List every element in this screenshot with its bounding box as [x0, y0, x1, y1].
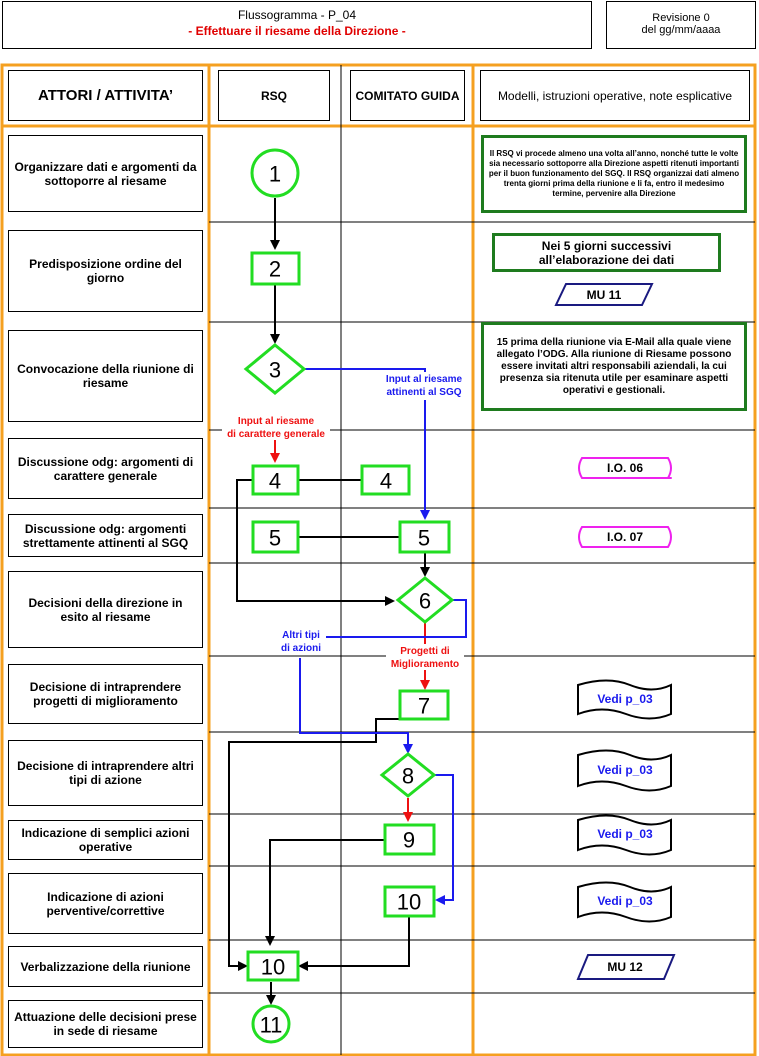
- node-6-diamond: [395, 576, 455, 624]
- io07-label: I.O. 07: [607, 530, 643, 544]
- activity-12: Attuazione delle decisioni prese in sede…: [8, 1000, 203, 1048]
- activity-1: Organizzare dati e argomenti da sottopor…: [8, 135, 203, 212]
- node-7-label: 7: [418, 694, 430, 719]
- node-11-circle: [251, 1004, 291, 1044]
- io07-shape: [578, 526, 672, 548]
- input-sgq-label-1: Input al riesame: [386, 374, 463, 385]
- mu12-shape: [576, 954, 676, 980]
- revision-box: Revisione 0 del gg/mm/aaaa: [606, 1, 756, 49]
- column-header-actors: ATTORI / ATTIVITA’: [8, 70, 203, 121]
- node-1-circle: [250, 148, 300, 198]
- black-connectors: [228, 198, 430, 1005]
- vedi3-shape: [577, 814, 672, 856]
- node-8-diamond: [379, 752, 437, 798]
- node-5b-box: [398, 520, 451, 554]
- node-11-label: 11: [260, 1013, 283, 1038]
- node-4a-box: [251, 464, 300, 496]
- document-title: Flussogramma - P_04: [237, 8, 357, 22]
- node-2-box: [250, 251, 301, 286]
- note-organize-data: Il RSQ vi procede almeno una volta all’a…: [481, 135, 747, 213]
- table-frame: [0, 63, 757, 1056]
- vedi3-label: Vedi p_03: [597, 827, 653, 841]
- node-10b-box: [246, 950, 300, 982]
- node-2-label: 2: [269, 257, 281, 282]
- mu11-label: MU 11: [587, 288, 622, 302]
- vedi4-shape: [577, 881, 672, 923]
- node-5b-label: 5: [418, 526, 430, 551]
- improvement-label-2: Miglioramento: [391, 659, 459, 670]
- io06-shape: [578, 457, 672, 479]
- input-general-label-2: di carattere generale: [227, 429, 325, 440]
- io06-label: I.O. 06: [607, 461, 643, 475]
- column-header-models: Modelli, istruzioni operative, note espl…: [480, 70, 750, 121]
- note-convocation: 15 prima della riunione via E-Mail alla …: [481, 322, 747, 411]
- activity-4: Discussione odg: argomenti di carattere …: [8, 438, 203, 499]
- node-10a-label: 10: [397, 890, 421, 915]
- node-5a-box: [251, 520, 300, 554]
- mu11-shape: [554, 283, 654, 306]
- node-9-box: [383, 823, 436, 856]
- node-5a-label: 5: [269, 526, 281, 551]
- node-4a-label: 4: [269, 469, 281, 494]
- revision-date: del gg/mm/aaaa: [641, 24, 721, 36]
- activity-2: Predisposizione ordine del giorno: [8, 230, 203, 312]
- other-actions-label-2: di azioni: [281, 643, 321, 654]
- revision-label: Revisione 0: [652, 12, 710, 24]
- node-10a-box: [383, 885, 436, 918]
- other-actions-label-1: Altri tipi: [282, 630, 320, 641]
- activity-11: Verbalizzazione della riunione: [8, 946, 203, 987]
- activity-3: Convocazione della riunione di riesame: [8, 330, 203, 422]
- node-9-label: 9: [403, 828, 415, 853]
- node-7-box: [398, 689, 450, 721]
- node-1-label: 1: [269, 162, 281, 187]
- improvement-label-1: Progetti di: [400, 646, 450, 657]
- activity-6: Decisioni della direzione in esito al ri…: [8, 571, 203, 648]
- note-five-days: Nei 5 giorni successivi all’elaborazione…: [492, 233, 721, 272]
- vedi1-shape: [577, 679, 672, 720]
- node-4b-label: 4: [380, 469, 392, 494]
- node-4b-box: [360, 464, 411, 496]
- red-connectors: [270, 440, 430, 822]
- node-3-diamond: [243, 343, 307, 395]
- activity-10: Indicazione di azioni perventive/corrett…: [8, 873, 203, 934]
- node-3-label: 3: [269, 358, 281, 383]
- node-8-label: 8: [402, 764, 414, 789]
- vedi1-label: Vedi p_03: [597, 692, 653, 706]
- activity-5: Discussione odg: argomenti strettamente …: [8, 514, 203, 557]
- input-sgq-label-2: attinenti al SGQ: [386, 387, 461, 398]
- blue-connectors: [299, 368, 467, 905]
- column-header-committee: COMITATO GUIDA: [350, 70, 465, 121]
- activity-9: Indicazione di semplici azioni operative: [8, 820, 203, 860]
- document-subtitle: - Effettuare il riesame della Direzione …: [188, 24, 406, 38]
- activity-7: Decisione di intraprendere progetti di m…: [8, 664, 203, 724]
- vedi4-label: Vedi p_03: [597, 894, 653, 908]
- column-header-rsq: RSQ: [218, 70, 330, 121]
- vedi2-label: Vedi p_03: [597, 763, 653, 777]
- activity-8: Decisione di intraprendere altri tipi di…: [8, 740, 203, 806]
- node-10b-label: 10: [261, 955, 285, 980]
- node-6-label: 6: [419, 589, 431, 614]
- header-title-box: Flussogramma - P_04 - Effettuare il ries…: [2, 1, 592, 49]
- mu12-label: MU 12: [607, 960, 643, 974]
- input-general-label-1: Input al riesame: [238, 416, 315, 427]
- vedi2-shape: [577, 749, 672, 792]
